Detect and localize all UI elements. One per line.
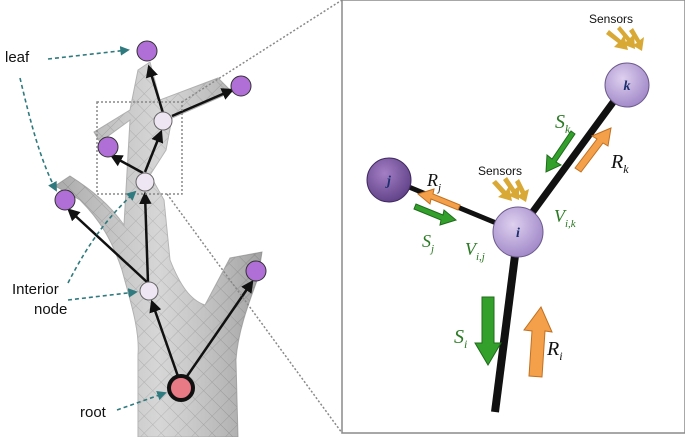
- signal-arrow-R-k: [574, 127, 612, 173]
- label-R-k: Rk: [610, 151, 629, 176]
- interior-node-middle: [135, 172, 155, 192]
- edge-to-upper-right-leaf: [171, 88, 235, 118]
- node-i: [492, 206, 544, 258]
- zoom-box: [96, 101, 183, 195]
- leaf-arrow-to-left: [19, 77, 57, 192]
- annotation-arrows: [19, 46, 167, 411]
- edge-to-middle-interior: [139, 191, 152, 284]
- sensors-arrows-mid: [492, 177, 529, 202]
- signal-arrow-S-j: [413, 203, 458, 226]
- leaf-node-upper-right: [230, 75, 252, 97]
- signal-arrow-R-i: [523, 306, 553, 378]
- label-R-i: Ri: [546, 338, 563, 363]
- zoom-line-bottom: [166, 193, 343, 434]
- interior-node-label-line1: Interior: [12, 281, 59, 298]
- edge-to-top-leaf: [145, 64, 165, 114]
- interior-node-upper: [153, 111, 173, 131]
- sensors-label-mid: Sensors: [478, 164, 522, 178]
- branch-i-k: [515, 83, 628, 235]
- node-j-label: j: [385, 174, 391, 189]
- branch-i-down: [491, 231, 522, 413]
- signal-arrow-S-i: [474, 296, 502, 366]
- node-j: [366, 157, 412, 203]
- label-S-j: Sj: [422, 231, 434, 255]
- signal-arrow-S-k: [545, 130, 576, 173]
- leaf-node-left: [54, 189, 76, 211]
- leaf-node-right: [245, 260, 267, 282]
- sensors-arrows-top: [606, 26, 644, 51]
- label-V-ik: Vi,k: [554, 206, 577, 230]
- root-node: [167, 374, 195, 402]
- sensors-label-top: Sensors: [589, 12, 633, 26]
- edge-to-left-leaf: [67, 208, 149, 284]
- interior-arrow-upper: [67, 190, 137, 284]
- zoom-line-top: [181, 0, 343, 103]
- label-S-k: Sk: [555, 111, 571, 136]
- label-V-ij: Vi,j: [465, 239, 485, 263]
- edge-to-upper-interior: [143, 129, 164, 173]
- signal-arrow-R-j: [416, 188, 461, 211]
- node-k-label: k: [624, 79, 631, 94]
- node-k: [604, 62, 650, 108]
- interior-node-label-line2: node: [34, 301, 67, 318]
- interior-arrow-lower: [67, 288, 138, 301]
- edge-to-small-leaf: [109, 154, 144, 175]
- node-i-label: i: [516, 226, 520, 241]
- label-R-j: Rj: [426, 170, 441, 194]
- detail-panel: Sensors Sensors k i j Sk Rk Rj Sj Vi,k V…: [341, 0, 685, 434]
- root-label: root: [80, 404, 107, 421]
- interior-node-lower: [139, 281, 159, 301]
- tree-edges: [67, 64, 254, 386]
- edge-root-to-right-leaf: [179, 279, 254, 386]
- leaf-node-top: [136, 40, 158, 62]
- edge-root-to-lower-interior: [149, 299, 183, 386]
- leaf-arrow-to-top: [47, 46, 130, 60]
- leaf-label: leaf: [5, 49, 30, 66]
- leaf-node-small: [97, 136, 119, 158]
- tree-panel: leaf Interior node root: [5, 0, 343, 437]
- label-S-i: Si: [454, 326, 467, 351]
- root-arrow: [116, 391, 167, 411]
